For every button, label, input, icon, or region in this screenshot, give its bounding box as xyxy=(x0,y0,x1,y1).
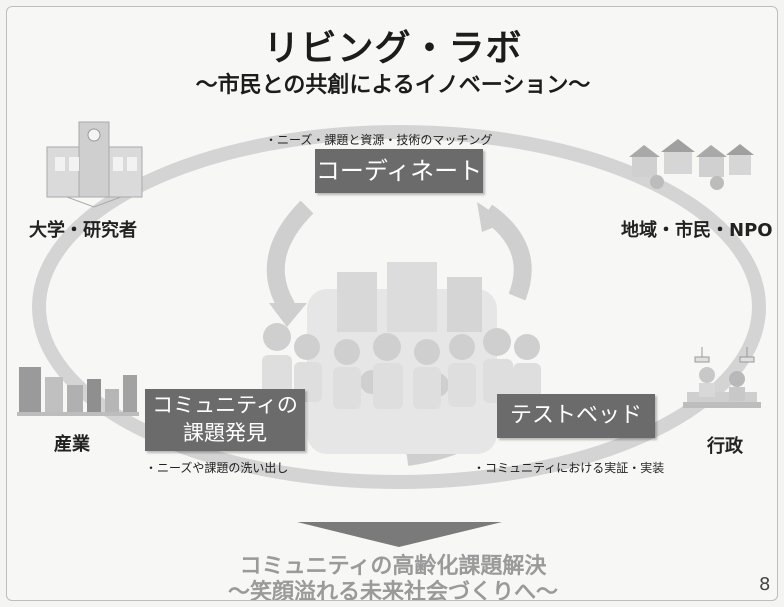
community-issues-line2: 課題発見 xyxy=(183,421,267,445)
testbed-note: ・コミュニティにおける実証・実装 xyxy=(473,461,665,475)
page-title: リビング・ラボ xyxy=(263,28,523,69)
arrow-head-left xyxy=(269,303,307,327)
coordinate-note: ・ニーズ・課題と資源・技術のマッチング xyxy=(265,133,493,147)
community-issues-box: コミュニティの 課題発見 xyxy=(145,389,305,451)
coordinate-label: コーディネート xyxy=(315,157,483,185)
community-label: 地域・市民・NPO xyxy=(621,220,773,241)
government-office-icon xyxy=(683,347,761,408)
testbed-box: テストベッド xyxy=(497,394,655,438)
community-houses-icon xyxy=(629,139,754,190)
arrow-head-right xyxy=(477,202,507,232)
industry-label: 産業 xyxy=(54,434,90,455)
cycle-ellipse xyxy=(32,125,766,489)
page-subtitle: ～市民との共創によるイノベーション～ xyxy=(195,73,591,98)
community-issues-line1: コミュニティの xyxy=(152,393,298,417)
industry-buildings-icon xyxy=(17,367,139,416)
government-label: 行政 xyxy=(707,436,743,457)
outcome-arrow xyxy=(297,522,502,547)
outcome-line1: コミュニティの高齢化課題解決 xyxy=(239,554,547,579)
university-building-icon xyxy=(46,121,143,208)
university-label: 大学・研究者 xyxy=(29,220,137,241)
slide: リビング・ラボ ～市民との共創によるイノベーション～ ・ニーズ・課題と資源・技術… xyxy=(6,6,778,601)
coordinate-box: コーディネート xyxy=(315,149,483,193)
outcome-line2: ～笑顔溢れる未来社会づくりへ～ xyxy=(227,580,558,601)
page-number: 8 xyxy=(759,574,771,595)
community-issues-note: ・ニーズや課題の洗い出し xyxy=(145,461,289,475)
testbed-label: テストベッド xyxy=(509,403,642,428)
